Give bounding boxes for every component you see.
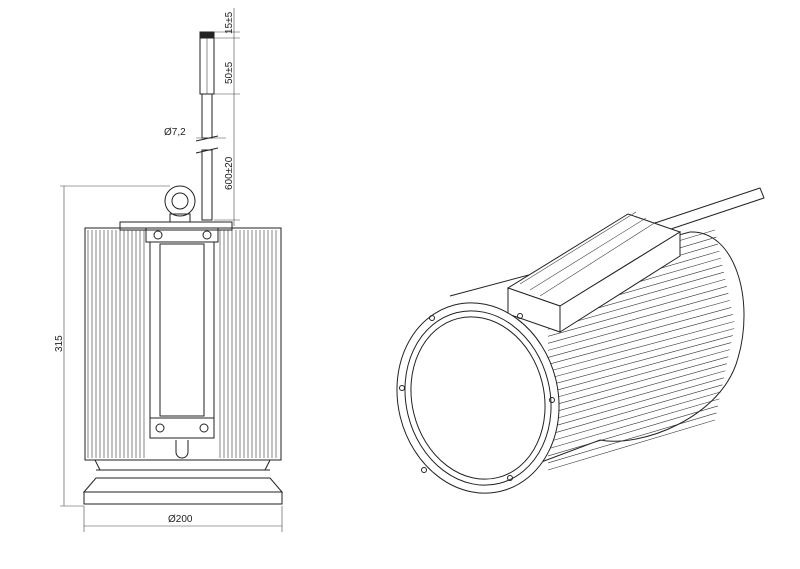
dim-height: 315 [54,335,65,352]
front-view: 15±5 50±5 600±20 Ø7,2 [54,8,284,532]
hanging-eye [164,185,196,223]
top-plate [119,221,233,231]
driver-housing [145,227,219,459]
dim-cable-tip: 15±5 [224,11,235,34]
cable [195,31,219,221]
isometric-view [396,187,765,494]
height-dimension [60,185,170,507]
dim-diameter: Ø200 [168,514,193,525]
base-flange [82,459,284,505]
dim-cable-length: 600±20 [224,156,235,190]
iso-front-bezel [396,302,560,494]
diameter-dimension [83,506,283,532]
iso-body [449,231,745,471]
cable-dimension-lines [196,8,240,226]
dim-cable-strip: 50±5 [224,61,235,84]
iso-fins [547,229,735,471]
heatsink-fins [84,227,282,461]
iso-driver-box [506,211,682,333]
dim-cable-diameter: Ø7,2 [164,127,186,138]
